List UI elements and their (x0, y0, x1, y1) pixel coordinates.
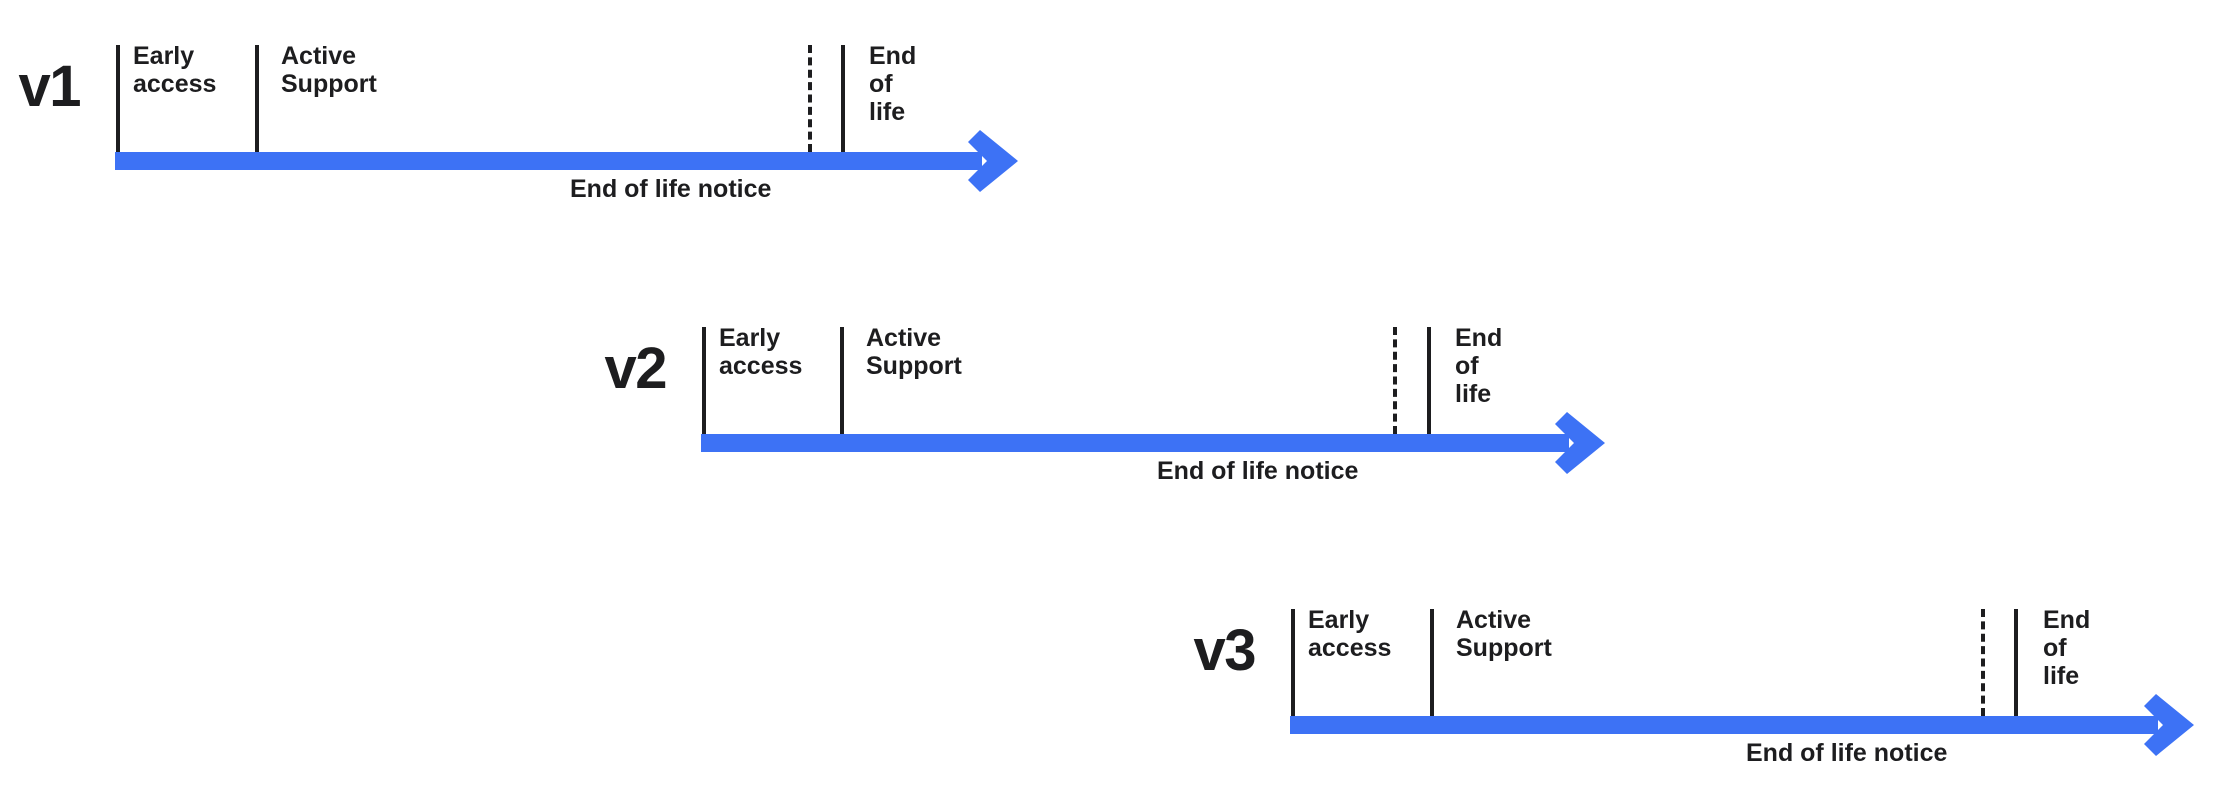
phase-label-end-of-life: End of life (1455, 324, 1503, 408)
divider-end-of-life-start (841, 45, 845, 152)
divider-active-support-start (255, 45, 259, 152)
divider-dashed-eol-notice (808, 45, 812, 152)
version-label-v1: v1 (18, 54, 81, 119)
version-label-v2: v2 (604, 336, 667, 401)
divider-early-access-start (702, 327, 706, 434)
arrow-right-icon (968, 130, 1018, 192)
phase-label-early-access: Early access (1308, 606, 1392, 662)
divider-end-of-life-start (2014, 609, 2018, 716)
divider-active-support-start (1430, 609, 1434, 716)
end-of-life-notice-label: End of life notice (1157, 457, 1359, 485)
phase-label-active-support: Active Support (281, 42, 377, 98)
phase-label-early-access: Early access (133, 42, 217, 98)
arrow-right-icon (1555, 412, 1605, 474)
divider-dashed-eol-notice (1981, 609, 1985, 716)
end-of-life-notice-label: End of life notice (1746, 739, 1948, 767)
divider-early-access-start (1291, 609, 1295, 716)
phase-label-active-support: Active Support (866, 324, 962, 380)
lifetime-bar (701, 434, 1569, 452)
version-label-v3: v3 (1193, 618, 1256, 683)
divider-dashed-eol-notice (1393, 327, 1397, 434)
phase-label-early-access: Early access (719, 324, 803, 380)
arrow-right-icon (2144, 694, 2194, 756)
divider-active-support-start (840, 327, 844, 434)
lifetime-bar (1290, 716, 2158, 734)
end-of-life-notice-label: End of life notice (570, 175, 772, 203)
divider-early-access-start (116, 45, 120, 152)
divider-end-of-life-start (1427, 327, 1431, 434)
phase-label-end-of-life: End of life (869, 42, 917, 126)
phase-label-end-of-life: End of life (2043, 606, 2091, 690)
phase-label-active-support: Active Support (1456, 606, 1552, 662)
lifetime-bar (115, 152, 982, 170)
